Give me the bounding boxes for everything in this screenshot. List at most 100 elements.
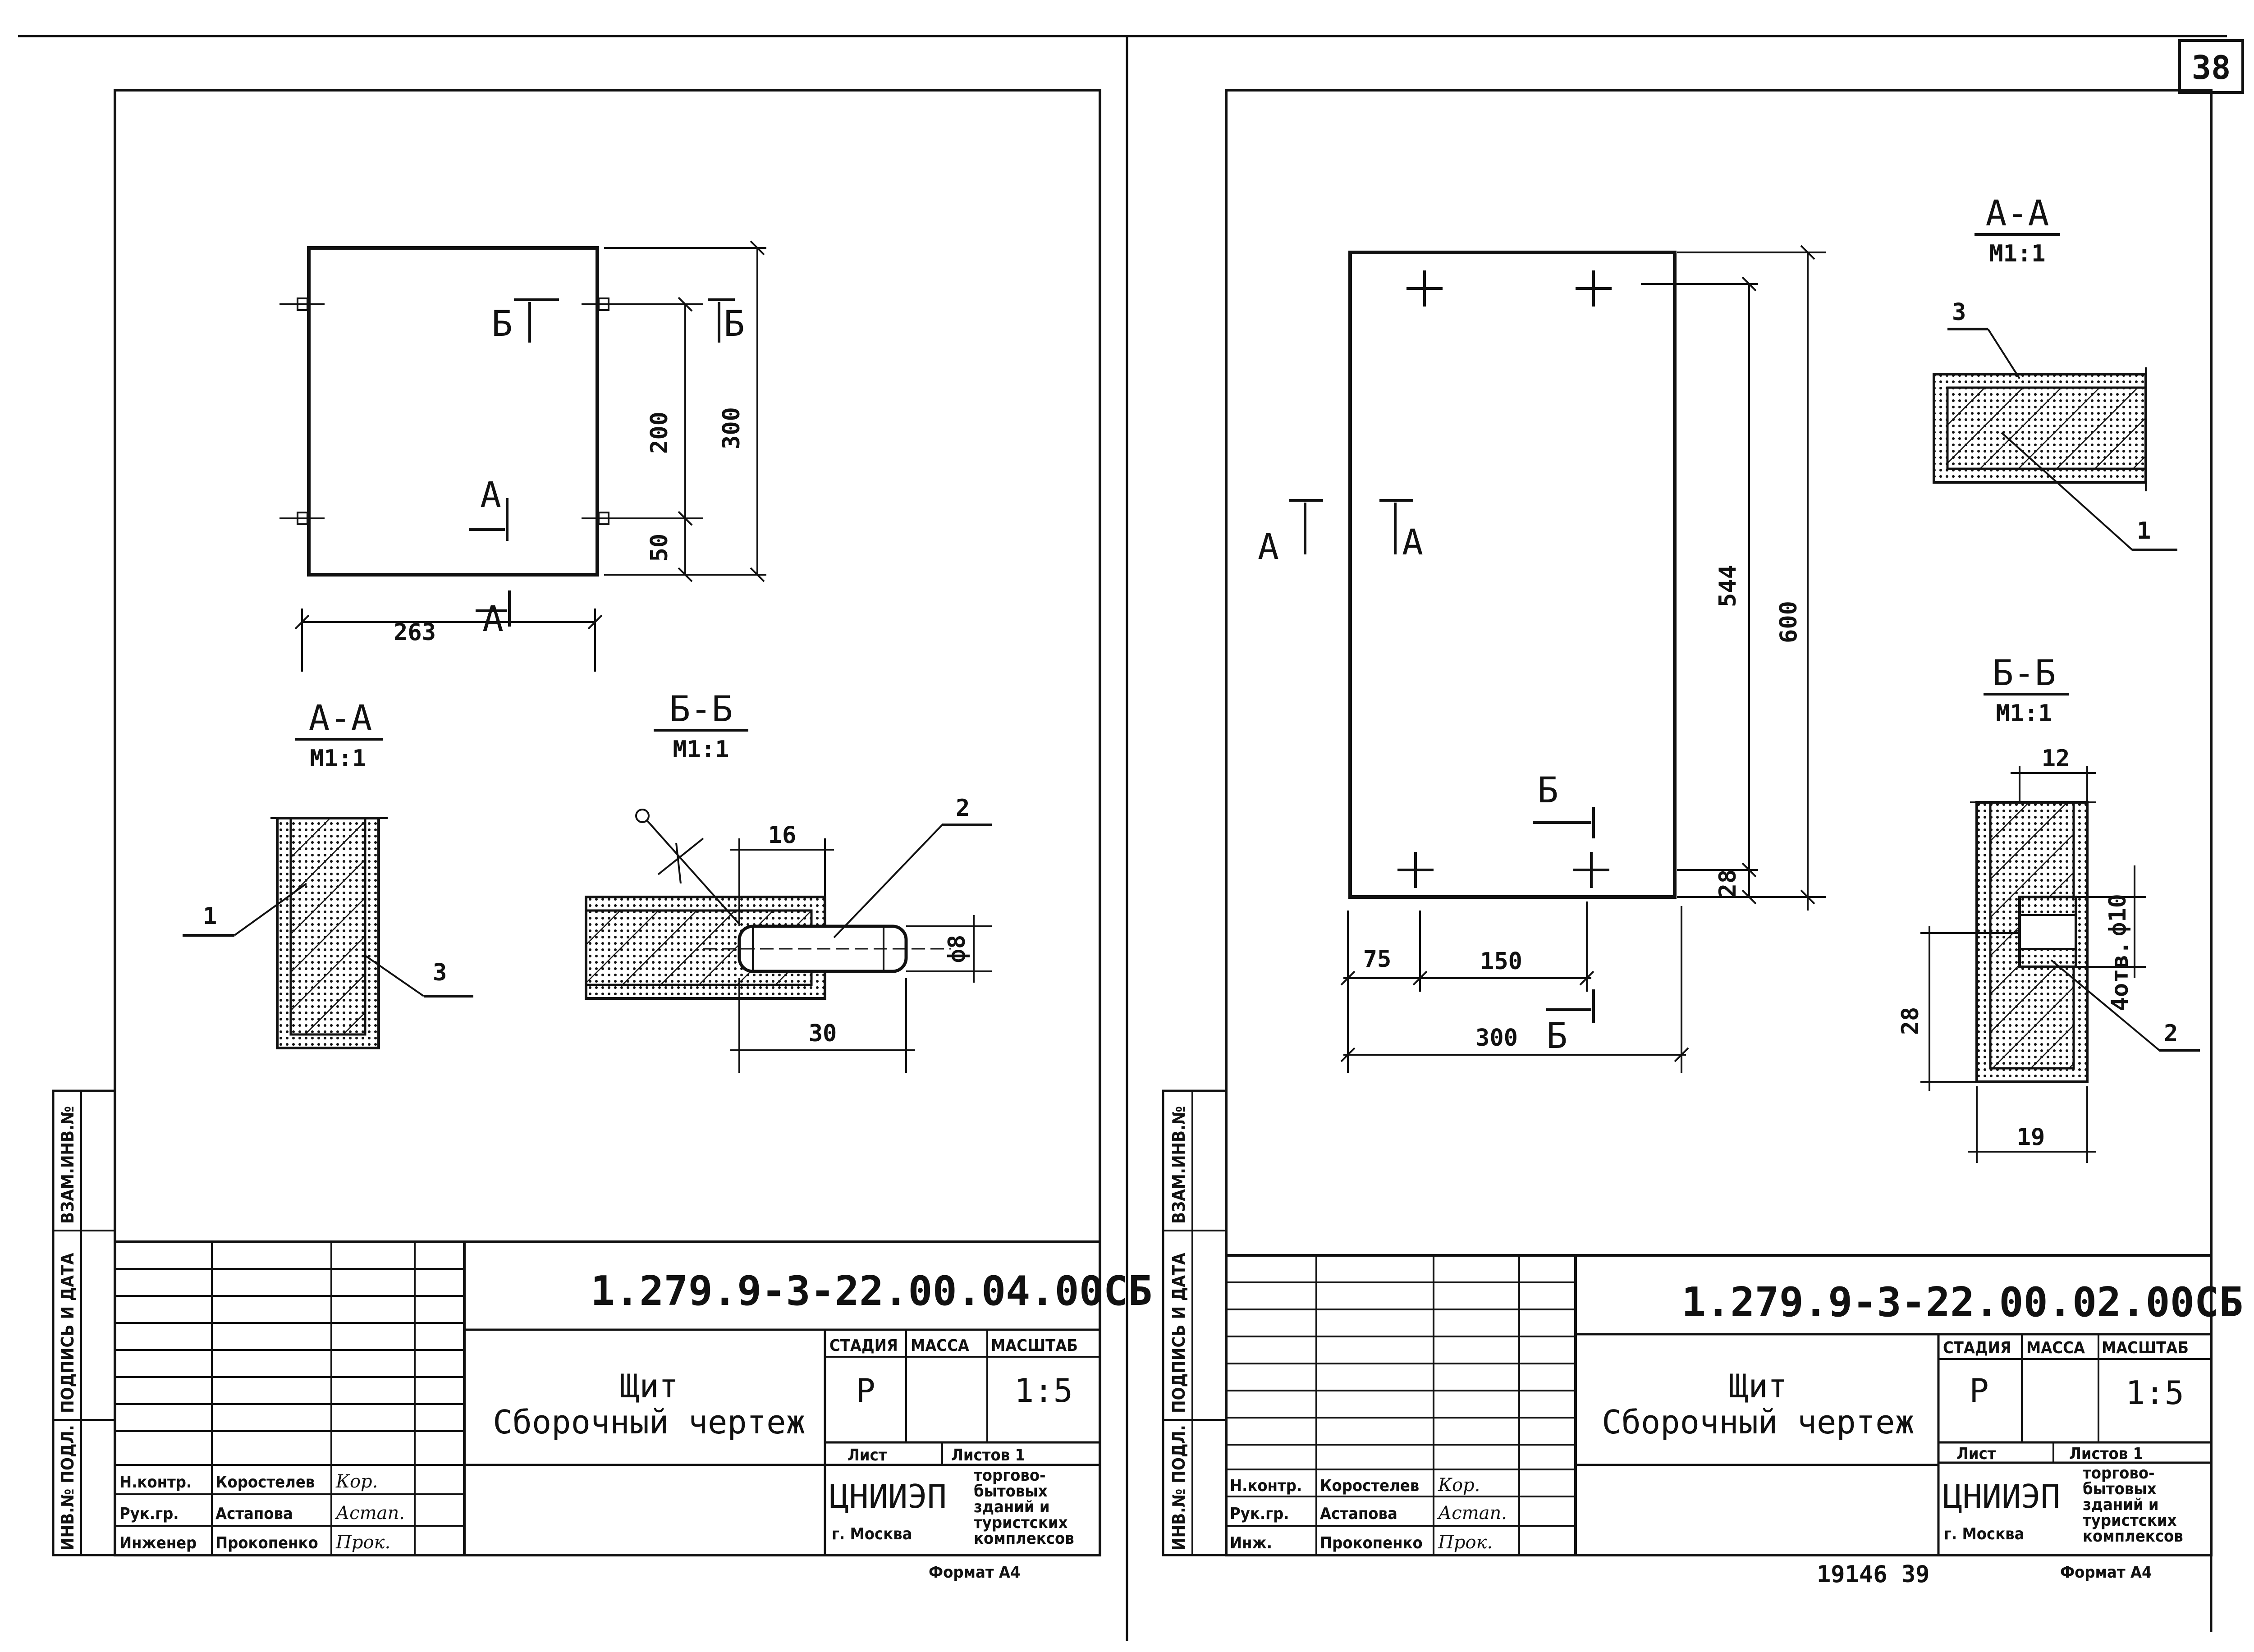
section-bb-scale: М1:1 <box>673 736 729 763</box>
org-desc-2: бытовых <box>974 1482 1048 1501</box>
sig-name-3: Прокопенко <box>1320 1534 1423 1552</box>
dim-30: 30 <box>809 1020 837 1047</box>
org-desc-2: бытовых <box>2083 1480 2157 1498</box>
side-label-vzam: ВЗАМ.ИНВ.№ <box>58 1106 78 1224</box>
org-desc-5: комплексов <box>974 1529 1074 1548</box>
title-line-2: Сборочный чертеж <box>1602 1403 1915 1441</box>
format-label: Формат А4 <box>929 1563 1021 1582</box>
sheets-label: Листов 1 <box>2069 1445 2143 1463</box>
right-plan-view: 544 600 28 75 150 300 <box>1258 245 1826 1073</box>
section-aa-scale: М1:1 <box>1989 240 2045 267</box>
mark-b-bottom: Б <box>1546 1016 1567 1057</box>
drawing-code: 1.279.9-3-22.00.04.00СБ <box>591 1268 1152 1315</box>
sig-sign-1: Кор. <box>335 1471 378 1492</box>
dim-12: 12 <box>2042 745 2070 772</box>
mark-a-bottom: А <box>482 599 504 640</box>
drawing-code: 1.279.9-3-22.00.02.00СБ <box>1681 1279 2243 1326</box>
right-section-aa: А-А М1:1 3 1 <box>1933 193 2177 551</box>
section-aa-scale: М1:1 <box>310 745 366 772</box>
dim-4holes: 4отв. <box>2107 941 2134 1011</box>
sheet-label: Лист <box>848 1446 887 1464</box>
left-sheet: ИНВ.№ ПОДЛ. ПОДПИСЬ И ДАТА ВЗАМ.ИНВ.№ <box>52 89 1152 1582</box>
section-aa-leader-3: 3 <box>1952 299 1966 326</box>
dim-75: 75 <box>1363 946 1392 973</box>
org-city: г. Москва <box>1944 1525 2025 1543</box>
mark-b-right: Б <box>724 304 745 344</box>
sheets-label: Листов 1 <box>951 1446 1025 1464</box>
bottom-number: 19146 39 <box>1817 1561 1929 1588</box>
mass-header: МАССА <box>911 1336 969 1355</box>
sig-role-1: Н.контр. <box>1230 1477 1302 1495</box>
org-desc-3: зданий и <box>2083 1496 2159 1514</box>
stage-value: Р <box>1969 1372 1988 1409</box>
org-desc-4: туристских <box>2083 1511 2177 1530</box>
sig-role-1: Н.контр. <box>119 1473 192 1492</box>
dim-28: 28 <box>1897 1007 1924 1035</box>
left-side-strip: ИНВ.№ ПОДЛ. ПОДПИСЬ И ДАТА ВЗАМ.ИНВ.№ <box>52 1089 116 1556</box>
section-aa-label: А-А <box>309 698 372 739</box>
dim-300: 300 <box>718 407 745 449</box>
org-name: ЦНИИЭП <box>1943 1478 2060 1515</box>
title-line-1: Щит <box>620 1367 678 1405</box>
sig-role-2: Рук.гр. <box>1230 1505 1289 1523</box>
section-bb-scale: М1:1 <box>1996 700 2052 727</box>
scale-value: 1:5 <box>1014 1372 1073 1409</box>
format-label: Формат А4 <box>2060 1563 2152 1582</box>
sheet-label: Лист <box>1956 1445 1996 1463</box>
sig-name-1: Коростелев <box>1320 1477 1419 1495</box>
sig-role-2: Рук.гр. <box>119 1505 179 1523</box>
sig-name-1: Коростелев <box>215 1473 315 1492</box>
side-label-sign: ПОДПИСЬ И ДАТА <box>58 1253 78 1413</box>
dim-300: 300 <box>1475 1025 1518 1052</box>
section-aa-leader-1: 1 <box>203 903 217 930</box>
section-bb-leader-2: 2 <box>956 795 970 822</box>
sig-name-2: Астапова <box>1320 1505 1397 1523</box>
dim-f8: ф8 <box>944 935 971 963</box>
mark-b-left: Б <box>491 304 513 344</box>
mark-a-top: А <box>480 475 501 516</box>
title-line-2: Сборочный чертеж <box>493 1403 806 1441</box>
section-bb-label: Б-Б <box>1993 653 2056 694</box>
right-section-bb: Б-Б М1:1 12 28 19 ф10 4отв. <box>1897 653 2200 1163</box>
left-title-block: Н.контр. Коростелев Кор. Рук.гр. Астапов… <box>115 1240 1152 1582</box>
section-bb-leader-2: 2 <box>2164 1020 2178 1047</box>
dim-200: 200 <box>646 412 673 454</box>
dim-600: 600 <box>1775 601 1802 643</box>
scale-header: МАСШТАБ <box>991 1336 1078 1355</box>
org-desc-4: туристских <box>974 1514 1068 1532</box>
sig-sign-3: Прок. <box>1438 1532 1493 1553</box>
page-number-box: 38 <box>2178 39 2244 94</box>
side-label-vzam: ВЗАМ.ИНВ.№ <box>1169 1106 1189 1224</box>
left-plan-view: 200 300 50 263 А <box>279 240 766 672</box>
sig-sign-2: Астап. <box>334 1503 405 1524</box>
dim-150: 150 <box>1480 948 1522 975</box>
sig-sign-3: Прок. <box>335 1532 390 1553</box>
dim-28: 28 <box>1714 869 1741 898</box>
mark-b-top: Б <box>1537 770 1558 811</box>
section-aa-leader-3: 3 <box>433 959 447 986</box>
left-section-aa: А-А М1:1 1 3 <box>183 698 473 1049</box>
left-section-bb: Б-Б М1:1 2 16 30 <box>585 689 992 1073</box>
org-name: ЦНИИЭП <box>829 1478 947 1515</box>
dim-f10: ф10 <box>2104 894 2131 936</box>
right-side-strip: ИНВ.№ ПОДЛ. ПОДПИСЬ И ДАТА ВЗАМ.ИНВ.№ <box>1162 1089 1228 1556</box>
org-city: г. Москва <box>832 1525 912 1543</box>
org-desc-1: торгово- <box>974 1466 1046 1485</box>
stage-header: СТАДИЯ <box>1943 1339 2011 1357</box>
org-desc-3: зданий и <box>974 1498 1050 1516</box>
mark-a-right: А <box>1402 522 1423 563</box>
sig-role-3: Инженер <box>119 1534 197 1552</box>
section-bb-label: Б-Б <box>669 689 733 730</box>
section-aa-label: А-А <box>1986 193 2049 234</box>
stage-header: СТАДИЯ <box>829 1336 898 1355</box>
dim-263: 263 <box>394 619 436 646</box>
mass-header: МАССА <box>2026 1339 2085 1357</box>
scale-header: МАСШТАБ <box>2102 1339 2189 1357</box>
section-aa-leader-1: 1 <box>2137 517 2151 545</box>
mark-a-left: А <box>1258 527 1279 567</box>
dim-16: 16 <box>768 822 797 849</box>
sig-name-2: Астапова <box>215 1505 293 1523</box>
scale-value: 1:5 <box>2126 1374 2184 1412</box>
side-label-sign: ПОДПИСЬ И ДАТА <box>1169 1253 1189 1413</box>
